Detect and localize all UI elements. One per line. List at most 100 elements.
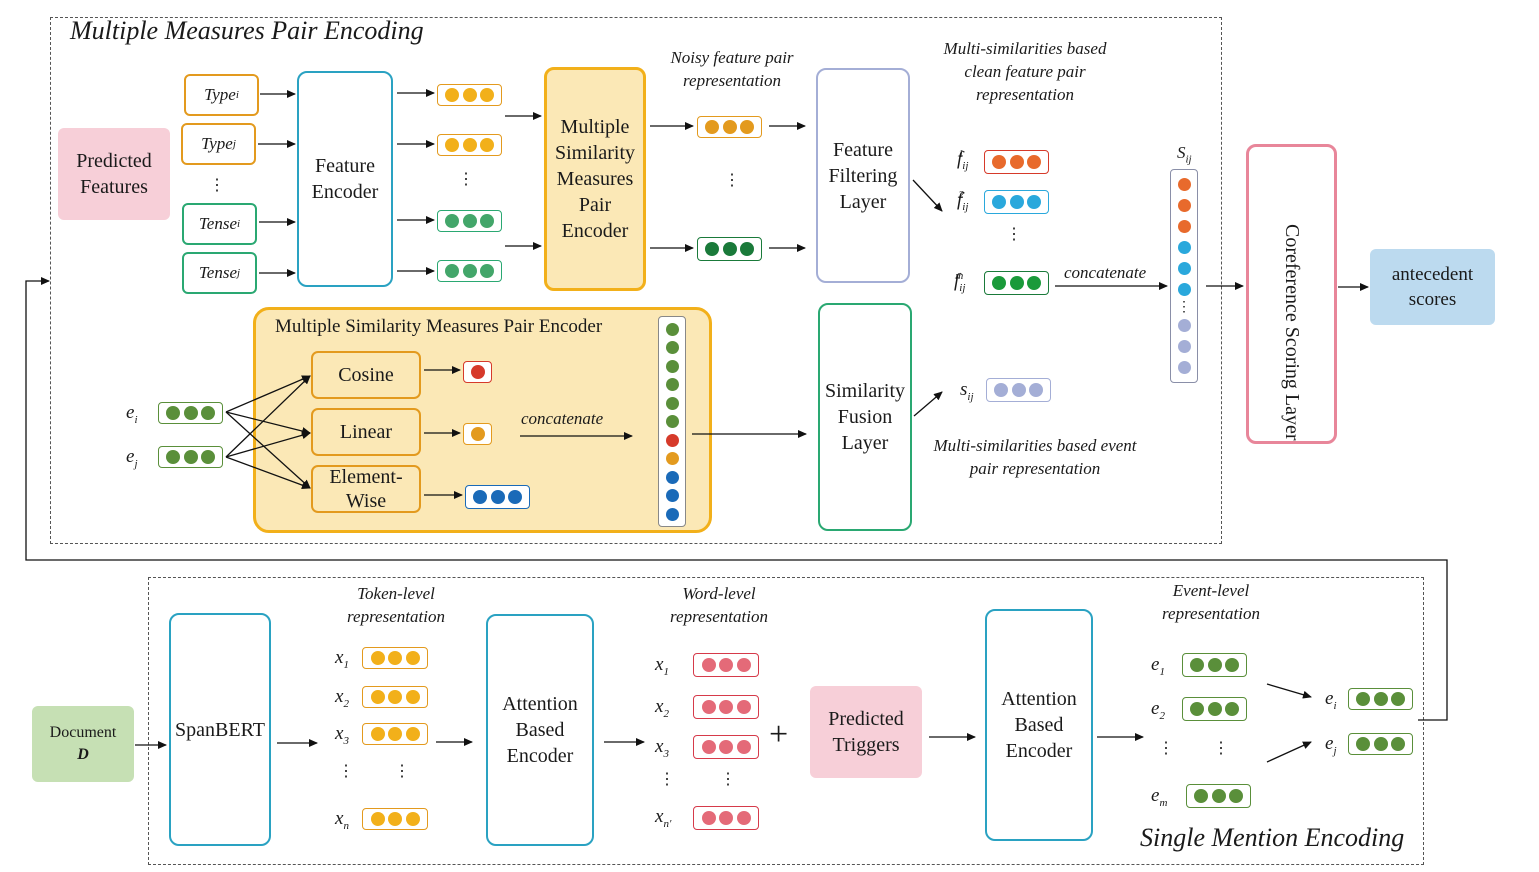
spanbert-label: SpanBERT <box>175 718 265 741</box>
linear-output <box>463 423 492 445</box>
arrow <box>913 391 943 417</box>
element-wise-output <box>465 485 530 509</box>
msm-pair-encoder-label: Multiple Similarity Measures Pair Encode… <box>555 116 635 242</box>
word-vector <box>693 735 759 759</box>
word-vector <box>693 695 759 719</box>
top-section-title: Multiple Measures Pair Encoding <box>70 16 424 45</box>
ej-label-bottom: ej <box>1325 733 1337 757</box>
word-vector <box>693 806 759 830</box>
x3-label: x3 <box>335 723 349 747</box>
feature-vector <box>437 134 502 156</box>
feature-vector <box>437 260 502 282</box>
arrow <box>225 431 311 458</box>
fm-vector <box>984 271 1049 295</box>
clean-feature-label: Multi-similarities based clean feature p… <box>943 39 1107 104</box>
attention-encoder-2-box: Attention Based Encoder <box>985 609 1093 841</box>
x2-label: x2 <box>335 686 349 710</box>
coreference-scoring-box: Coreference Scoring Layer <box>1246 144 1337 444</box>
wn-label: xn′ <box>655 806 672 830</box>
event-pair-label: Multi-similarities based event pair repr… <box>933 436 1137 478</box>
e1-label: e1 <box>1151 654 1165 678</box>
msm-sub-encoder-title: Multiple Similarity Measures Pair Encode… <box>275 316 603 337</box>
concatenate-label-top: concatenate <box>1064 263 1147 282</box>
noisy-vector <box>697 237 762 261</box>
cosine-output <box>463 361 492 383</box>
bottom-section-frame <box>148 577 1424 865</box>
token-vector <box>362 723 428 745</box>
feature-filtering-box: Feature Filtering Layer <box>816 68 910 283</box>
msm-pair-encoder-box: Multiple Similarity Measures Pair Encode… <box>544 67 646 291</box>
antecedent-scores-box: antecedent scores <box>1370 249 1495 325</box>
ei-vector-bottom <box>1348 688 1413 710</box>
event-vector <box>1182 653 1247 677</box>
ej-vector-top <box>158 446 223 468</box>
document-var: D <box>77 746 89 763</box>
token-vector <box>362 647 428 669</box>
ei-vector-top <box>158 402 223 424</box>
similarity-fusion-label: Similarity Fusion Layer <box>825 380 905 454</box>
arrow <box>1266 741 1312 763</box>
arrow <box>225 375 311 458</box>
antecedent-scores-label: antecedent scores <box>1391 264 1474 310</box>
attention-encoder-1-label: Attention Based Encoder <box>502 693 578 767</box>
concatenate-label-mid: concatenate <box>521 409 604 428</box>
document-box: Document D <box>32 706 134 782</box>
s-small-label: sij <box>960 379 974 403</box>
noisy-vector <box>697 116 762 138</box>
ej-vector-bottom <box>1348 733 1413 755</box>
token-vector <box>362 686 428 708</box>
linear-box: Linear <box>311 408 421 456</box>
f2-vector <box>984 190 1049 214</box>
token-level-label: Token-level representation <box>347 584 445 626</box>
noisy-feature-label: Noisy feature pair representation <box>670 48 794 90</box>
S-vector: ⋮ <box>1170 169 1198 383</box>
bottom-section-title: Single Mention Encoding <box>1140 823 1405 852</box>
w1-label: x1 <box>655 654 669 678</box>
element-wise-box: Element-Wise <box>311 465 421 513</box>
feature-encoder-box: Feature Encoder <box>297 71 393 287</box>
event-vector <box>1182 697 1247 721</box>
cosine-box: Cosine <box>311 351 421 399</box>
w2-label: x2 <box>655 696 669 720</box>
loop-connector <box>25 277 1448 721</box>
x1-label: x1 <box>335 647 349 671</box>
attention-encoder-2-label: Attention Based Encoder <box>1001 688 1077 762</box>
ei-label-bottom: ei <box>1325 688 1337 712</box>
ei-label-top: ei <box>126 402 138 426</box>
word-vector <box>693 653 759 677</box>
arrow <box>225 456 311 489</box>
arrow <box>1266 683 1312 699</box>
f2-label: fij2 <box>957 189 969 214</box>
feature-vector <box>437 84 502 106</box>
fm-label: fijm <box>954 270 966 295</box>
S-label: Sij <box>1177 143 1192 166</box>
event-vector <box>1186 784 1251 808</box>
arrow <box>225 411 311 489</box>
document-label: Document <box>49 724 117 741</box>
attention-encoder-1-box: Attention Based Encoder <box>486 614 594 846</box>
token-vector <box>362 808 428 830</box>
ej-label-top: ej <box>126 446 138 470</box>
s-small-vector <box>986 378 1051 402</box>
xn-label: xn <box>335 808 349 832</box>
arrow <box>912 179 943 212</box>
predicted-triggers-box: Predicted Triggers <box>810 686 922 778</box>
f1-label: fij1 <box>957 148 969 173</box>
feature-vector <box>437 210 502 232</box>
feature-encoder-label: Feature Encoder <box>311 155 379 203</box>
event-level-label: Event-level representation <box>1162 581 1260 623</box>
predicted-features-label: Predicted Features <box>76 150 152 198</box>
similarity-fusion-box: Similarity Fusion Layer <box>818 303 912 531</box>
arrow <box>225 375 311 413</box>
plus-sign: + <box>769 716 789 753</box>
arrow <box>225 411 311 435</box>
predicted-features-box: Predicted Features <box>58 128 170 220</box>
feature-filtering-label: Feature Filtering Layer <box>828 138 898 213</box>
f1-vector <box>984 150 1049 174</box>
e2-label: e2 <box>1151 698 1165 722</box>
